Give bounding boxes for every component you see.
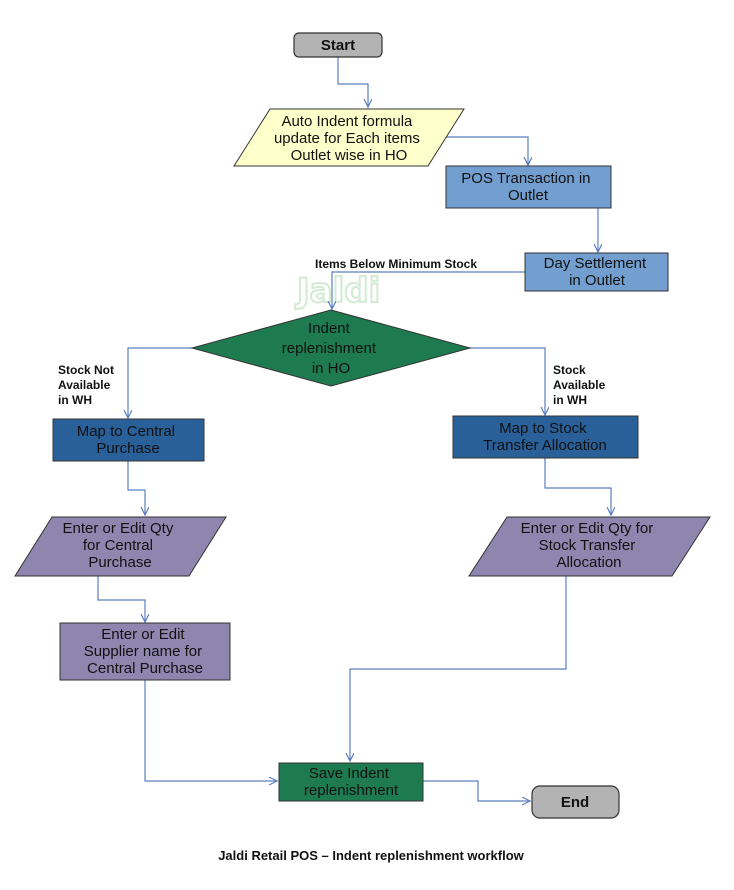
connector-save-to-end (423, 780, 530, 801)
svg-text:Indent replenishment: Indent replenishment in HO (282, 320, 380, 377)
svg-text:POS Transaction in Outle: POS Transaction in Outlet (461, 170, 594, 204)
connector-qty-central-to-supplier (97, 576, 145, 622)
svg-text:End: End (561, 794, 589, 811)
connector-qty-transfer-to-save (350, 576, 567, 761)
connector-indent-to-map-central (128, 347, 192, 418)
svg-text:Enter or Edit Supplier n: Enter or Edit Supplier name for Central … (84, 626, 207, 677)
pos-transaction-node: POS Transaction in Outlet (445, 165, 612, 209)
svg-text:Save Indent replenishmen: Save Indent replenishment (304, 765, 399, 799)
connector-map-central-to-qty-central (127, 461, 145, 515)
items-below-minimum-label: Items Below Minimum Stock (315, 257, 477, 271)
enter-qty-central-node: Enter or Edit Qty for Central Purchase (14, 516, 227, 577)
connector-indent-to-map-transfer (470, 347, 545, 415)
svg-text:Enter or Edit Qty for St: Enter or Edit Qty for Stock Transfer All… (521, 520, 658, 571)
connector-map-transfer-to-qty-transfer (544, 458, 611, 515)
day-settlement-node: Day Settlement in Outlet (524, 252, 669, 292)
jaldi-watermark: Jaldi (295, 271, 380, 311)
connector-auto-indent-to-pos (428, 136, 528, 165)
stock-not-available-label: Stock Not Available in WH (58, 363, 117, 407)
svg-text:Enter or Edit Qty for Ce: Enter or Edit Qty for Central Purchase (62, 520, 177, 571)
svg-text:Auto Indent formula upda: Auto Indent formula update for Each item… (274, 113, 424, 164)
diagram-caption: Jaldi Retail POS – Indent replenishment … (218, 848, 524, 863)
svg-text:Map to Central Purchase: Map to Central Purchase (77, 423, 180, 457)
map-stock-transfer-node: Map to Stock Transfer Allocation (452, 415, 639, 459)
auto-indent-node: Auto Indent formula update for Each item… (233, 108, 465, 167)
stock-available-label: Stock Available in WH (553, 363, 609, 407)
enter-qty-transfer-node: Enter or Edit Qty for Stock Transfer All… (468, 516, 711, 577)
connectors (97, 57, 611, 801)
svg-text:Map to Stock Transfer Al: Map to Stock Transfer Allocation (483, 420, 607, 454)
connector-day-settlement-to-indent (332, 271, 525, 309)
indent-replenishment-decision: Indent replenishment in HO (190, 309, 472, 387)
enter-supplier-node: Enter or Edit Supplier name for Central … (59, 622, 231, 681)
connector-supplier-to-save (144, 680, 277, 781)
save-indent-node: Save Indent replenishment (278, 762, 424, 802)
svg-text:Start: Start (321, 37, 355, 54)
map-central-purchase-node: Map to Central Purchase (52, 418, 205, 462)
svg-text:Day Settlement in Outlet: Day Settlement in Outlet (544, 255, 651, 289)
end-node: End (531, 785, 620, 819)
start-node: Start (293, 32, 383, 58)
connector-start-to-auto-indent (337, 57, 368, 107)
